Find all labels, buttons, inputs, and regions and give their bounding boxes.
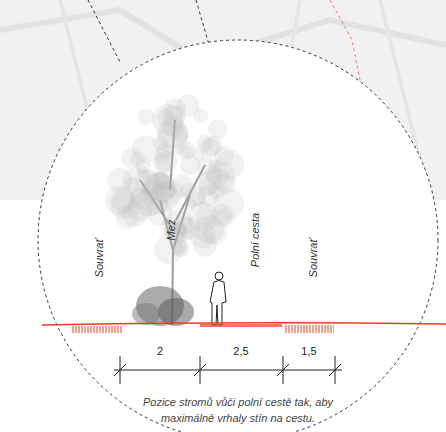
headland-hatch <box>72 326 122 333</box>
tree-foliage <box>208 182 226 200</box>
dimension-value: 1,5 <box>301 345 316 358</box>
tree-foliage <box>164 185 177 198</box>
path-surface <box>200 324 282 327</box>
caption-note: Pozice stromů vůči polní cestě tak, aby … <box>118 394 358 426</box>
tree-foliage <box>171 239 189 257</box>
headland-label: Souvrať <box>307 239 320 278</box>
tree-foliage <box>208 119 228 139</box>
dimension-value: 2 <box>157 345 163 358</box>
person <box>210 272 226 325</box>
tree-foliage <box>121 148 141 168</box>
tree-foliage <box>193 232 217 256</box>
tree-foliage <box>138 109 155 126</box>
tree-foliage <box>135 170 160 195</box>
balk-label: Mez <box>165 220 178 241</box>
dimension-value: 2,5 <box>233 345 248 358</box>
tree-foliage <box>116 206 139 229</box>
tree <box>105 94 244 325</box>
field-path-label: Polní cesta <box>249 213 262 267</box>
headland-hatch <box>284 325 334 333</box>
tree-foliage <box>156 143 172 159</box>
tree-foliage <box>152 104 183 135</box>
tree-foliage <box>190 192 205 207</box>
dimension-line <box>114 356 342 384</box>
tree-foliage <box>180 155 200 175</box>
detail-circle <box>38 40 438 432</box>
bush <box>132 286 194 326</box>
tree-foliage <box>214 146 234 166</box>
headland-label: Souvrať <box>93 239 106 278</box>
tree-foliage <box>184 186 206 208</box>
